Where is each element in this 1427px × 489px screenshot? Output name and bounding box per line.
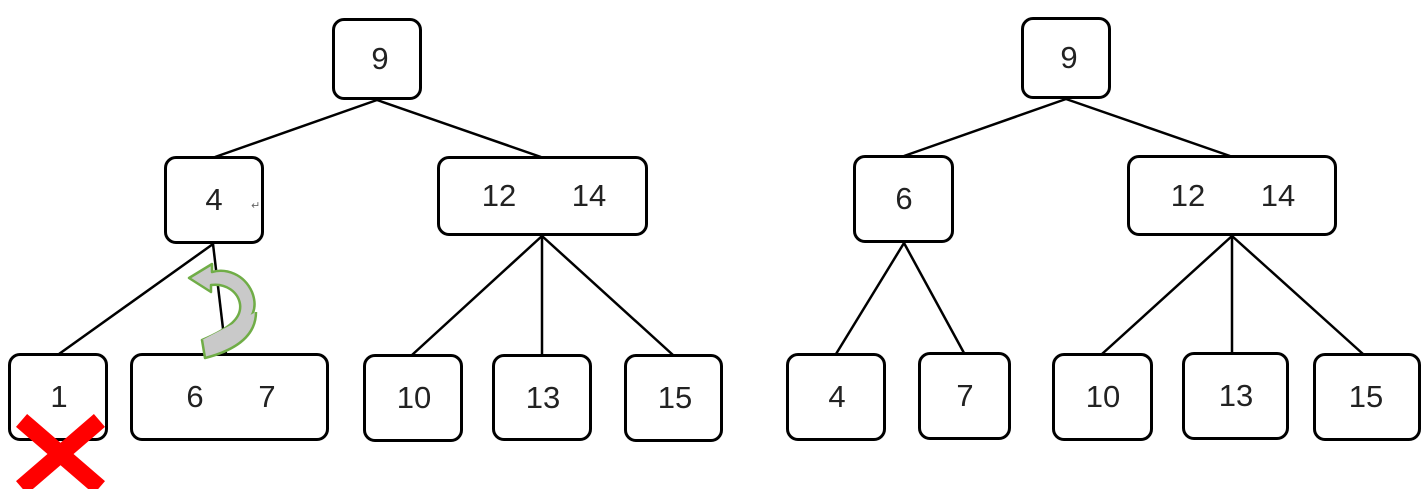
- node-key: 4: [205, 182, 223, 217]
- node-key: 12: [1170, 177, 1206, 213]
- edge-9-to-6: [903, 97, 1067, 158]
- node-key: 10: [1085, 379, 1121, 414]
- node-key: 6: [186, 379, 204, 414]
- node-key: 15: [657, 380, 693, 415]
- right-leaf-4: 4: [786, 353, 886, 441]
- node-key: 13: [525, 379, 561, 415]
- node-key: 14: [1260, 177, 1296, 213]
- edge-6-to-4: [834, 242, 906, 355]
- left-root-node: 9: [332, 18, 422, 100]
- edge-12-14-to-15-right: [1231, 235, 1364, 355]
- node-key: 4: [828, 379, 846, 414]
- left-leaf-13: 13: [492, 354, 592, 441]
- node-key: 10: [396, 380, 432, 415]
- right-leaf-10: 10: [1052, 353, 1153, 441]
- node-key: 7: [956, 378, 974, 413]
- left-leaf-15: 15: [624, 354, 723, 442]
- left-leaf-10: 10: [363, 354, 463, 442]
- curved-arrow-icon: [187, 262, 258, 360]
- edge-4-to-1: [58, 242, 214, 356]
- node-key: 13: [1218, 378, 1254, 413]
- node-key: 14: [571, 178, 607, 213]
- left-internal-node-12-14: 12 14: [437, 156, 648, 236]
- node-key: 9: [1060, 40, 1078, 75]
- edge-12-14-to-10-right: [1101, 235, 1233, 355]
- edge-9-to-12-14: [376, 98, 542, 159]
- node-key: 1: [50, 379, 68, 414]
- edge-12-14-to-15: [541, 235, 674, 356]
- right-leaf-13: 13: [1182, 352, 1289, 440]
- right-leaf-7: 7: [918, 352, 1011, 440]
- node-key: 6: [895, 181, 913, 216]
- right-leaf-15: 15: [1313, 353, 1421, 441]
- right-internal-node-6: 6: [853, 155, 954, 243]
- x-cross-icon: [16, 414, 105, 489]
- right-internal-node-12-14: 12 14: [1127, 155, 1337, 236]
- right-root-node: 9: [1021, 17, 1111, 99]
- left-leaf-6-7: 6 7: [130, 353, 329, 441]
- left-internal-node-4: 4 ↵: [164, 156, 264, 244]
- node-key: 9: [371, 41, 389, 76]
- edge-9-to-12-14-right: [1065, 97, 1231, 158]
- edge-9-to-4: [214, 98, 378, 159]
- node-key: 7: [258, 379, 276, 414]
- node-key: 12: [481, 178, 517, 213]
- edge-12-14-to-10: [411, 235, 543, 356]
- paragraph-mark: ↵: [251, 199, 261, 212]
- edge-6-to-7: [902, 242, 966, 354]
- node-key: 15: [1348, 379, 1384, 414]
